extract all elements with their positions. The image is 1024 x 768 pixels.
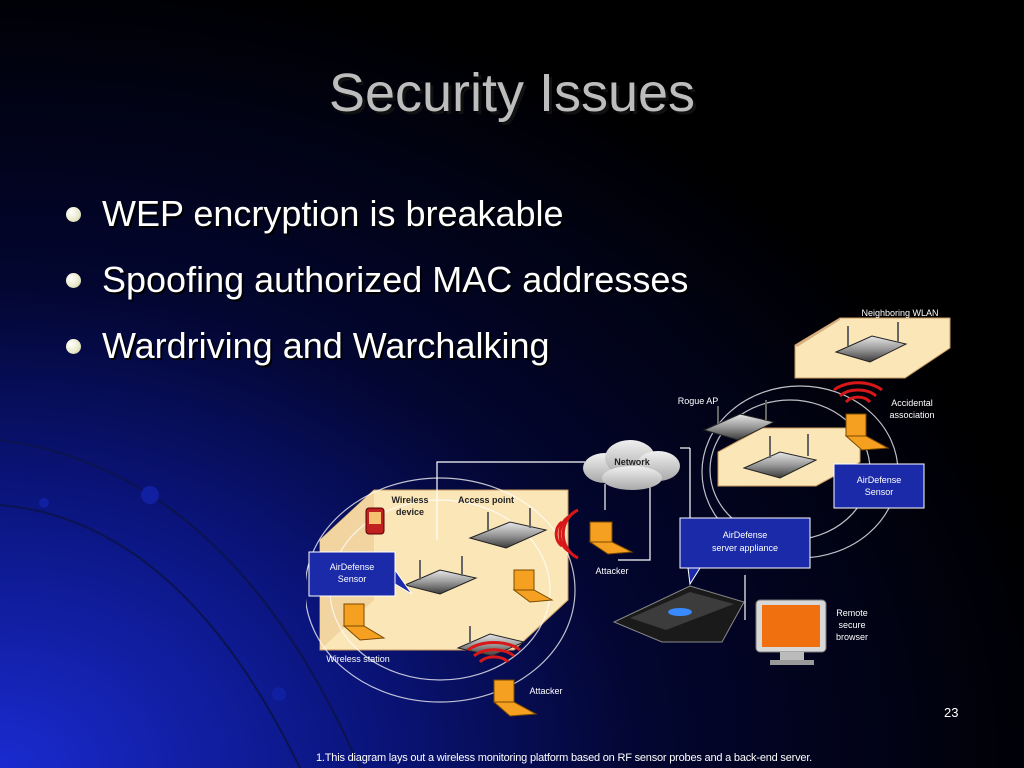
bullet-dot-icon xyxy=(66,273,81,288)
neighbor-ap-icon xyxy=(834,322,908,363)
remote-browser-label-1: Remote xyxy=(836,608,868,618)
laptop-icon xyxy=(588,521,634,555)
airdefense-sensor-box-right: AirDefense Sensor xyxy=(833,463,925,509)
laptop-icon xyxy=(512,569,554,603)
accidental-association-label-1: Accidental xyxy=(891,398,933,408)
wireless-monitoring-diagram: Network xyxy=(306,308,951,717)
attacker-label: Attacker xyxy=(595,566,628,576)
wireless-device-label-2: device xyxy=(396,507,424,517)
attacker-label: Attacker xyxy=(529,686,562,696)
bullet-item: Spoofing authorized MAC addresses xyxy=(62,258,688,324)
rogue-ap-icon xyxy=(702,400,776,441)
server-label-1: AirDefense xyxy=(723,530,768,540)
laptop-icon xyxy=(844,413,890,451)
laptop-icon xyxy=(342,603,386,641)
sensor-label-left-1: AirDefense xyxy=(330,562,375,572)
slide-title: Security Issues xyxy=(328,63,696,123)
signal-waves-icon xyxy=(467,381,883,664)
server-label-2: server appliance xyxy=(712,543,778,553)
network-cloud-icon: Network xyxy=(583,440,680,490)
bullet-text: Spoofing authorized MAC addresses xyxy=(102,259,689,300)
remote-browser-label-2: secure xyxy=(838,620,865,630)
right-sensor-device-icon xyxy=(742,434,818,479)
pda-icon xyxy=(365,507,385,535)
airdefense-sensor-box-left: AirDefense Sensor xyxy=(308,551,413,597)
neighboring-wlan-label: Neighboring WLAN xyxy=(861,308,938,318)
bullet-list: WEP encryption is breakable Spoofing aut… xyxy=(62,192,688,390)
accidental-association-label-2: association xyxy=(889,410,934,420)
sensor-label-left-2: Sensor xyxy=(338,574,367,584)
bullet-dot-icon xyxy=(66,207,81,222)
network-label: Network xyxy=(614,457,651,467)
wireless-station-label: Wireless station xyxy=(326,654,390,664)
bullet-text: WEP encryption is breakable xyxy=(102,193,564,234)
sensor-device-icon xyxy=(403,556,478,595)
server-appliance-icon xyxy=(612,585,745,643)
airdefense-server-box: AirDefense server appliance xyxy=(679,517,811,586)
diagram-footnote: 1.This diagram lays out a wireless monit… xyxy=(316,752,813,764)
access-point-icon xyxy=(468,508,548,549)
bullet-text: Wardriving and Warchalking xyxy=(102,325,550,366)
wireless-device-label-1: Wireless xyxy=(392,495,429,505)
sensor-label-right-2: Sensor xyxy=(865,487,894,497)
sensor-label-right-1: AirDefense xyxy=(857,475,902,485)
monitor-icon xyxy=(755,599,827,665)
rogue-ap-label: Rogue AP xyxy=(678,396,719,406)
bullet-dot-icon xyxy=(66,339,81,354)
access-point-label: Access point xyxy=(458,495,514,505)
bullet-item: Wardriving and Warchalking xyxy=(62,324,688,390)
page-number: 23 xyxy=(944,705,959,720)
bullet-item: WEP encryption is breakable xyxy=(62,192,688,258)
remote-browser-label-3: browser xyxy=(836,632,868,642)
laptop-icon xyxy=(492,679,538,717)
